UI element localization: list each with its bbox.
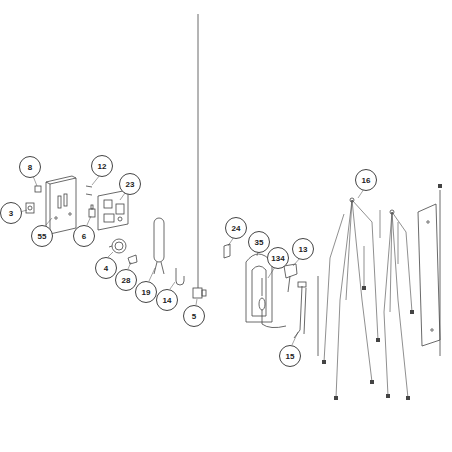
callout-number: 134 [267, 247, 289, 269]
callout-number: 8 [19, 156, 41, 178]
callout-number: 35 [248, 231, 270, 253]
callout-number: 23 [119, 173, 141, 195]
callout-number: 24 [225, 217, 247, 239]
callout-number: 55 [31, 225, 53, 247]
callout-number: 5 [183, 305, 205, 327]
callout-number: 19 [135, 281, 157, 303]
callout-number: 28 [115, 269, 137, 291]
callout-number: 12 [91, 155, 113, 177]
callout-number: 4 [95, 257, 117, 279]
callout-number: 14 [156, 289, 178, 311]
callout-number: 16 [355, 169, 377, 191]
callout-number: 6 [73, 225, 95, 247]
callout-number: 13 [292, 238, 314, 260]
callout-number: 15 [279, 345, 301, 367]
callout-number: 3 [0, 202, 22, 224]
